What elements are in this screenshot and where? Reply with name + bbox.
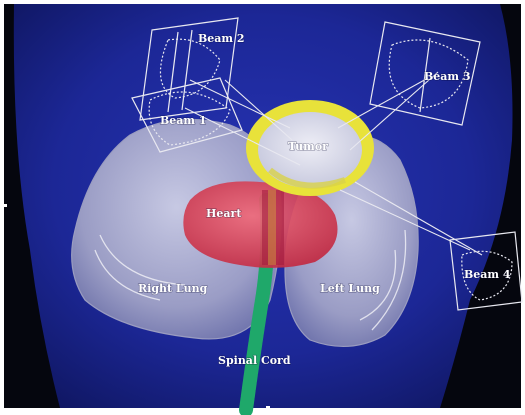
label-tumor: Tumor	[288, 140, 328, 153]
label-left-lung: Left Lung	[320, 282, 380, 295]
label-heart: Heart	[206, 207, 242, 220]
heart-cord-overlap-highlight	[268, 190, 276, 265]
label-spinal-cord: Spinal Cord	[218, 354, 291, 367]
label-right-lung: Right Lung	[138, 282, 208, 295]
frame-mark-left	[4, 204, 7, 207]
frame-mark-bottom	[266, 406, 270, 410]
label-beam-4: Beam 4	[464, 268, 511, 281]
label-beam-2: Beam 2	[198, 32, 245, 45]
label-beam-3: Beam 3	[424, 70, 471, 83]
label-beam-1: Beam 1	[160, 114, 207, 127]
